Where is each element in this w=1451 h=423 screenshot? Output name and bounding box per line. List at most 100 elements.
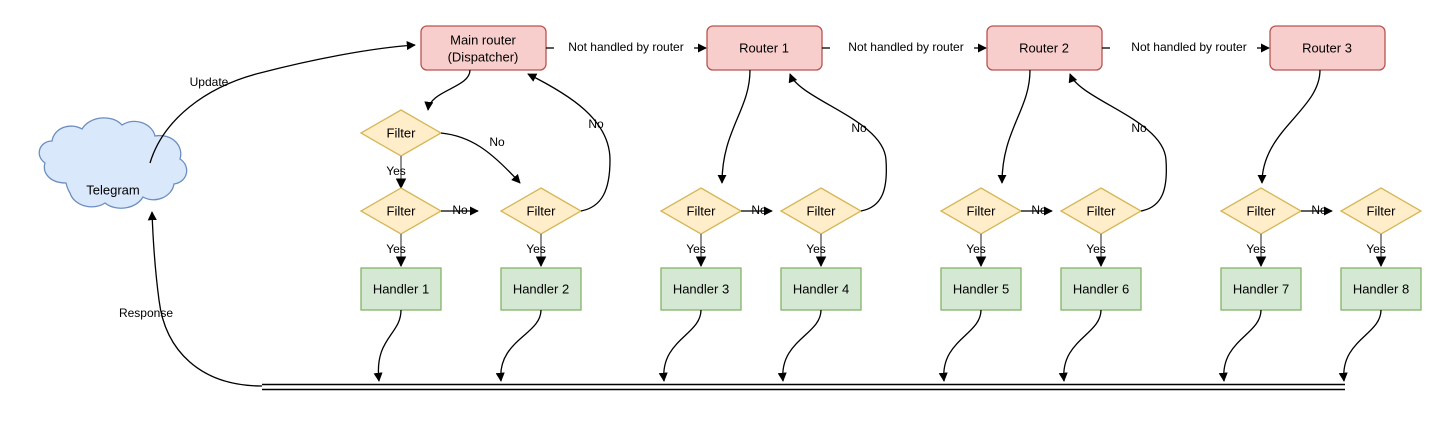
telegram-cloud-node[interactable]: Telegram xyxy=(38,117,188,209)
edge-h1-bus xyxy=(373,309,402,382)
edge-main-to-filter-top xyxy=(424,69,471,111)
router-main-label-line2: (Dispatcher) xyxy=(448,49,519,64)
handler-5[interactable]: Handler 5 xyxy=(940,267,1022,311)
filter-5[interactable]: Filter xyxy=(939,187,1023,235)
router-1-label: Router 1 xyxy=(739,40,789,55)
handler-8-label: Handler 8 xyxy=(1353,281,1409,296)
edge-h2-bus xyxy=(495,309,542,382)
router-main-label-line1: Main router xyxy=(450,32,516,47)
yes-label-f6: Yes xyxy=(1086,242,1106,256)
handler-2-label: Handler 2 xyxy=(513,281,569,296)
handler-8-box[interactable] xyxy=(1340,267,1422,311)
handler-3[interactable]: Handler 3 xyxy=(660,267,742,311)
cloud-icon xyxy=(38,117,188,209)
no-label-f5: No xyxy=(1031,203,1047,217)
router-1[interactable]: Router 1 xyxy=(706,25,823,71)
edge-r2-to-f5 xyxy=(997,69,1031,184)
filter-2[interactable]: Filter xyxy=(499,187,583,235)
handler-6[interactable]: Handler 6 xyxy=(1060,267,1142,311)
router-3-label: Router 3 xyxy=(1302,40,1352,55)
edge-filtertop-no xyxy=(440,132,521,184)
edge-h7-bus xyxy=(1218,309,1262,382)
handler-4[interactable]: Handler 4 xyxy=(780,267,862,311)
telegram-label: Telegram xyxy=(86,182,139,197)
filter-7-label: Filter xyxy=(1247,203,1277,218)
handler-6-box[interactable] xyxy=(1060,267,1142,311)
no-label-f2: No xyxy=(588,117,604,131)
handler-3-box[interactable] xyxy=(660,267,742,311)
handler-5-box[interactable] xyxy=(940,267,1022,311)
filter-1[interactable]: Filter xyxy=(359,187,443,235)
handler-3-label: Handler 3 xyxy=(673,281,729,296)
edge-h5-bus xyxy=(938,309,982,382)
edge-h8-bus xyxy=(1338,309,1382,382)
handler-7-label: Handler 7 xyxy=(1233,281,1289,296)
filter-main-top[interactable]: Filter xyxy=(359,109,443,157)
chain-0-label: Not handled by router xyxy=(568,40,683,54)
yes-label-f3: Yes xyxy=(686,242,706,256)
edge-h6-bus xyxy=(1058,309,1102,382)
yes-label-f4: Yes xyxy=(806,242,826,256)
handler-1-box[interactable] xyxy=(360,267,442,311)
edge-r3-to-f7 xyxy=(1257,69,1321,184)
router-3-box[interactable] xyxy=(1269,25,1386,71)
filter-1-label: Filter xyxy=(387,203,417,218)
edge-f6-no-r2 xyxy=(1068,73,1168,212)
handler-4-box[interactable] xyxy=(780,267,862,311)
router-main[interactable]: Main router (Dispatcher) xyxy=(420,25,547,71)
handler-2[interactable]: Handler 2 xyxy=(500,267,582,311)
update-arrow-path xyxy=(149,41,416,164)
edge-router-chain-1: Not handled by router xyxy=(822,40,987,54)
router-2[interactable]: Router 2 xyxy=(986,25,1103,71)
filter-6-label: Filter xyxy=(1087,203,1117,218)
handler-7[interactable]: Handler 7 xyxy=(1220,267,1302,311)
edge-router-chain-0: Not handled by router xyxy=(546,40,707,54)
filter-2-label: Filter xyxy=(527,203,557,218)
handler-1-label: Handler 1 xyxy=(373,281,429,296)
no-label-f6: No xyxy=(1131,121,1147,135)
chain-2-label: Not handled by router xyxy=(1131,40,1246,54)
no-label-f3: No xyxy=(751,203,767,217)
chain-1-label: Not handled by router xyxy=(848,40,963,54)
no-label-f1: No xyxy=(452,203,468,217)
yes-label-f5: Yes xyxy=(966,242,986,256)
yes-label-f1: Yes xyxy=(386,242,406,256)
edge-f2-no-main xyxy=(527,73,611,212)
yes-label-f7: Yes xyxy=(1246,242,1266,256)
edge-update: Update xyxy=(149,41,416,164)
edge-h3-bus xyxy=(658,309,702,382)
filter-7[interactable]: Filter xyxy=(1219,187,1303,235)
filter-8-label: Filter xyxy=(1367,203,1397,218)
handler-2-box[interactable] xyxy=(500,267,582,311)
edge-f4-no-r1 xyxy=(788,73,888,212)
yes-label-f2: Yes xyxy=(526,242,546,256)
no-label-filtertop: No xyxy=(489,135,505,149)
update-label: Update xyxy=(190,75,229,89)
edge-router-chain-2: Not handled by router xyxy=(1102,40,1270,54)
router-3[interactable]: Router 3 xyxy=(1269,25,1386,71)
yes-label-filtertop: Yes xyxy=(386,164,406,178)
filter-8[interactable]: Filter xyxy=(1339,187,1423,235)
filter-3-label: Filter xyxy=(687,203,717,218)
edge-response: Response xyxy=(119,211,263,387)
filter-6[interactable]: Filter xyxy=(1059,187,1143,235)
filter-4-label: Filter xyxy=(807,203,837,218)
edge-r1-to-f3 xyxy=(717,69,751,184)
handler-6-label: Handler 6 xyxy=(1073,281,1129,296)
no-label-f4: No xyxy=(851,121,867,135)
filter-main-top-label: Filter xyxy=(387,125,417,140)
filter-4[interactable]: Filter xyxy=(779,187,863,235)
filter-5-label: Filter xyxy=(967,203,997,218)
yes-label-f8: Yes xyxy=(1366,242,1386,256)
no-label-f7: No xyxy=(1311,203,1327,217)
response-bus xyxy=(262,383,1345,391)
handler-4-label: Handler 4 xyxy=(793,281,849,296)
filter-3[interactable]: Filter xyxy=(659,187,743,235)
handler-1[interactable]: Handler 1 xyxy=(360,267,442,311)
handler-5-label: Handler 5 xyxy=(953,281,1009,296)
response-arrow-path xyxy=(147,211,263,387)
response-label: Response xyxy=(119,306,173,320)
handler-8[interactable]: Handler 8 xyxy=(1340,267,1422,311)
edge-h4-bus xyxy=(777,309,822,382)
